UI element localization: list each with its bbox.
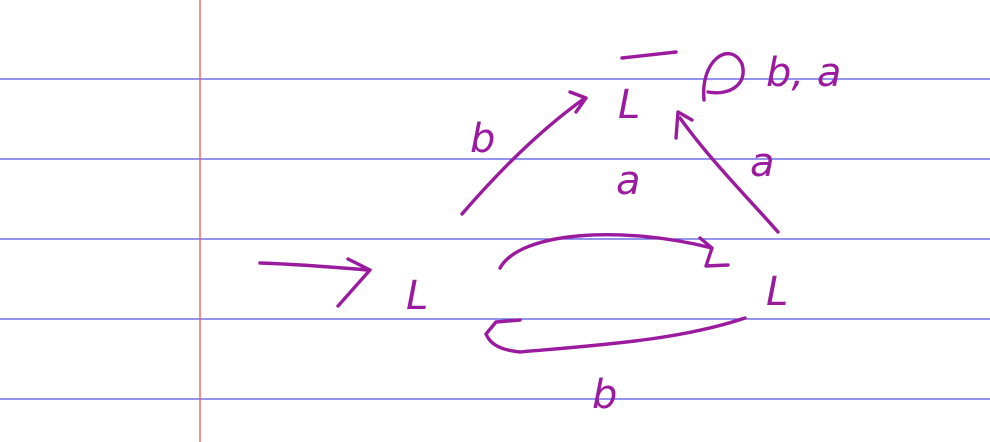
transition-start-right-arrow	[498, 233, 730, 270]
state-start: L	[406, 273, 428, 319]
label-right-start: b	[592, 372, 617, 418]
automaton-drawing: L L L b a a b b, a	[258, 50, 841, 418]
self-loop-top	[702, 52, 745, 102]
transition-right-start-arrow	[484, 316, 747, 354]
ruled-lines	[0, 78, 990, 400]
label-right-top: a	[750, 140, 775, 186]
start-arrow	[258, 257, 372, 308]
state-right: L	[766, 269, 788, 315]
top-state-overbar	[620, 50, 678, 60]
label-start-right: a	[616, 158, 641, 204]
transition-right-top-arrow	[674, 110, 780, 234]
label-self-loop: b, a	[766, 50, 841, 96]
transition-start-top-arrow	[460, 90, 588, 216]
label-start-top: b	[470, 116, 495, 162]
state-top: L	[618, 82, 640, 128]
